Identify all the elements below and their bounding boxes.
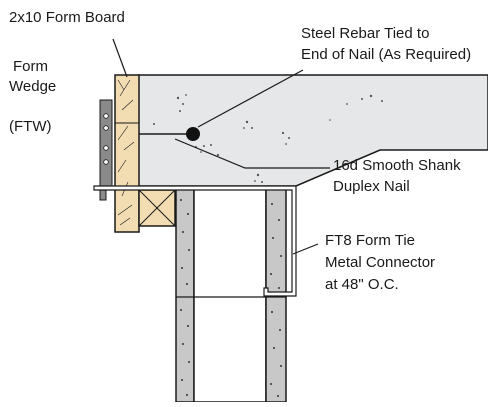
form-wedge-label-line1: Form — [13, 58, 48, 75]
form-board — [114, 74, 140, 233]
block-wall-aggregate — [180, 199, 282, 397]
rebar-label-line2: End of Nail (As Required) — [301, 46, 471, 63]
form-tie-connector — [93, 185, 297, 297]
nail-label-line2: Duplex Nail — [333, 178, 410, 195]
form-wedge-label-line2: Wedge — [9, 78, 56, 95]
form-tie-label-line2: Metal Connector — [325, 254, 435, 271]
leader-lines — [112, 38, 330, 255]
form-board-label: 2x10 Form Board — [9, 9, 125, 26]
form-wedge-holes — [103, 113, 109, 165]
form-tie-label-line3: at 48" O.C. — [325, 276, 399, 293]
form-tie-label-line1: FT8 Form Tie — [325, 232, 415, 249]
block-wall — [175, 188, 287, 403]
nail-label-line1: 16d Smooth Shank — [333, 157, 461, 174]
rebar-label-line1: Steel Rebar Tied to — [301, 25, 429, 42]
steel-rebar — [186, 127, 200, 141]
form-wedge-abbr-label: (FTW) — [9, 118, 51, 135]
concrete-aggregate — [153, 94, 383, 183]
